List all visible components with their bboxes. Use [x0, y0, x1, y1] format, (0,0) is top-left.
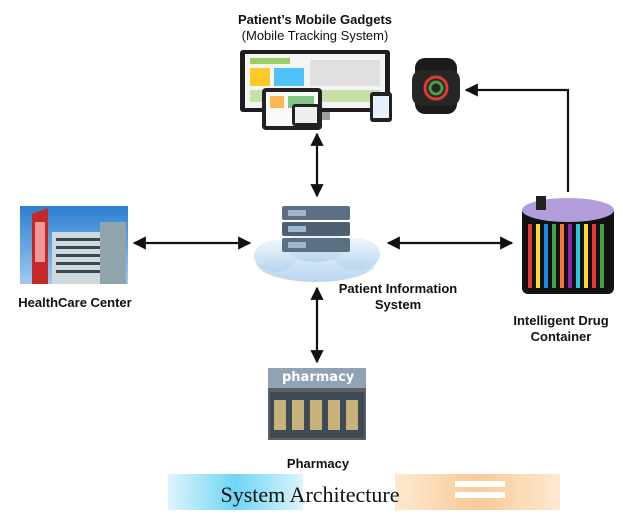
drug-container-label-line1: Intelligent Drug: [513, 313, 609, 328]
pharmacy-sign-text: pharmacy: [282, 370, 355, 385]
mobile-gadgets-subtitle: (Mobile Tracking System): [241, 28, 389, 43]
mobile-gadgets-title: Patient’s Mobile Gadgets: [237, 12, 393, 27]
patient-info-system-label-line2: System: [374, 297, 422, 312]
pharmacy-image: [268, 368, 366, 440]
patient-info-system-label-line1: Patient Information: [338, 281, 458, 296]
intelligent-drug-container-image: [522, 196, 614, 294]
patient-information-system-image: [254, 206, 380, 282]
healthcare-center-label: HealthCare Center: [18, 295, 132, 310]
drug-container-label-line2: Container: [530, 329, 592, 344]
connector-arrows: [132, 83, 570, 364]
arrow-container-watch: [464, 83, 570, 192]
mobile-gadgets-image: [240, 50, 460, 130]
caption-banner-decoration: [168, 474, 560, 510]
figure-caption: System Architecture: [220, 482, 400, 507]
healthcare-center-image: [20, 206, 128, 284]
pharmacy-label: Pharmacy: [286, 456, 350, 471]
